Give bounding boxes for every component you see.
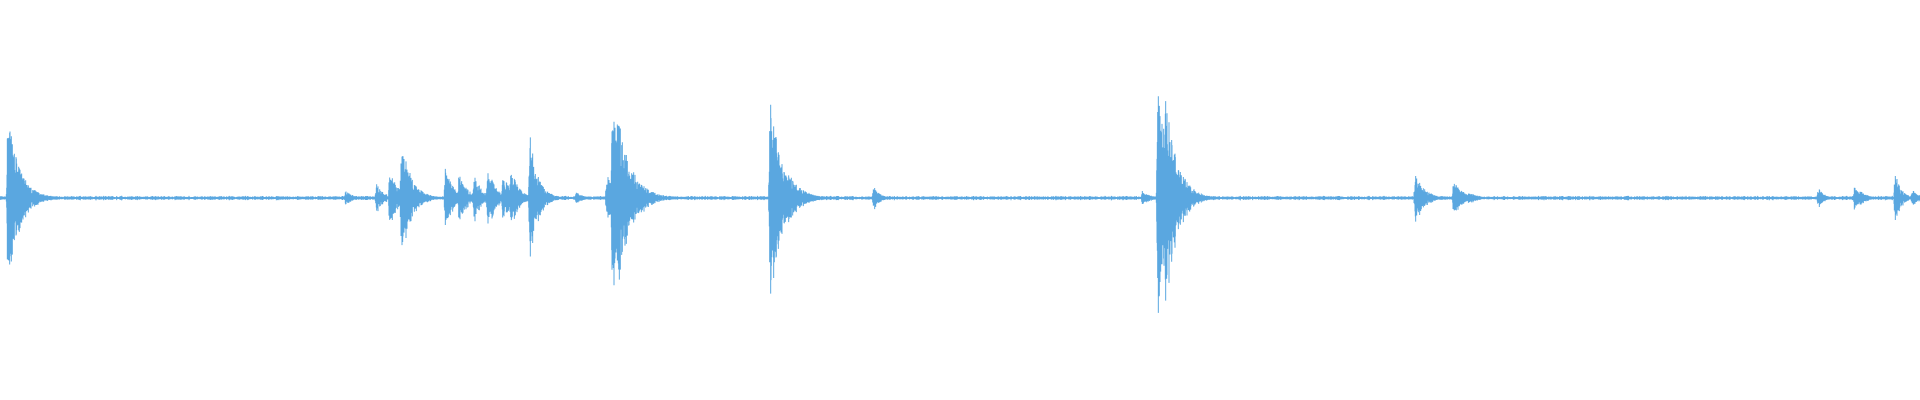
waveform-trace	[0, 96, 1920, 313]
